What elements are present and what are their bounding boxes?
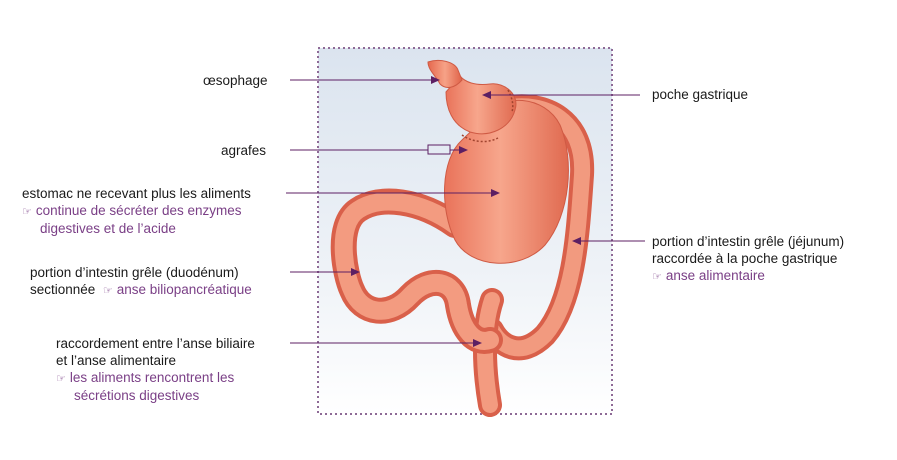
pointing-hand-icon: ☞ [102, 284, 113, 297]
label-oesophage: œsophage [203, 73, 268, 88]
gastric-pouch [445, 75, 517, 135]
pointing-hand-icon: ☞ [22, 205, 32, 218]
label-raccordement: raccordement entre l’anse biliaire et l’… [56, 336, 255, 403]
excluded-stomach [444, 99, 569, 264]
pointing-hand-icon: ☞ [56, 372, 66, 385]
oesophagus [427, 59, 463, 88]
arrow-heads [351, 76, 581, 347]
pointing-hand-icon: ☞ [652, 270, 662, 283]
label-estomac: estomac ne recevant plus les aliments ☞c… [22, 186, 251, 236]
label-agrafes: agrafes [221, 143, 267, 158]
label-duodenum: portion d’intestin grêle (duodénum) sect… [30, 265, 252, 297]
label-jejunum: portion d’intestin grêle (jéjunum) racco… [652, 234, 845, 283]
label-poche-gastrique: poche gastrique [652, 87, 749, 102]
leader-lines [286, 79, 645, 344]
